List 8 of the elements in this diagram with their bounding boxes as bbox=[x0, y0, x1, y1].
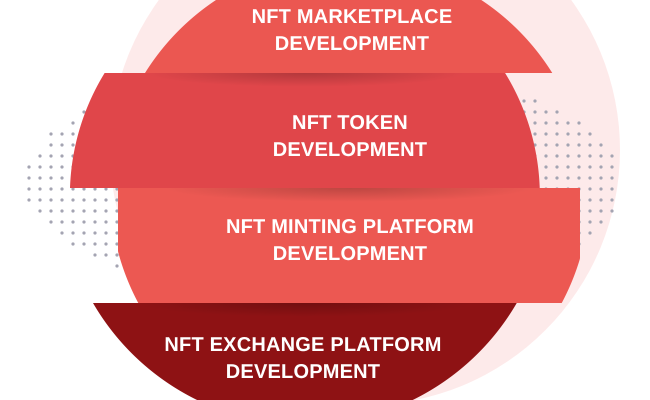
band-label: NFT MINTING PLATFORM DEVELOPMENT bbox=[224, 215, 476, 267]
circle-band bbox=[70, 73, 540, 188]
circle-band bbox=[145, 0, 553, 73]
band-label: NFT MARKETPLACE DEVELOPMENT bbox=[250, 5, 454, 57]
band-label: NFT TOKEN DEVELOPMENT bbox=[272, 111, 428, 163]
circle-band bbox=[118, 188, 580, 303]
band-label: NFT EXCHANGE PLATFORM DEVELOPMENT bbox=[163, 333, 443, 385]
circle-band bbox=[93, 303, 517, 400]
